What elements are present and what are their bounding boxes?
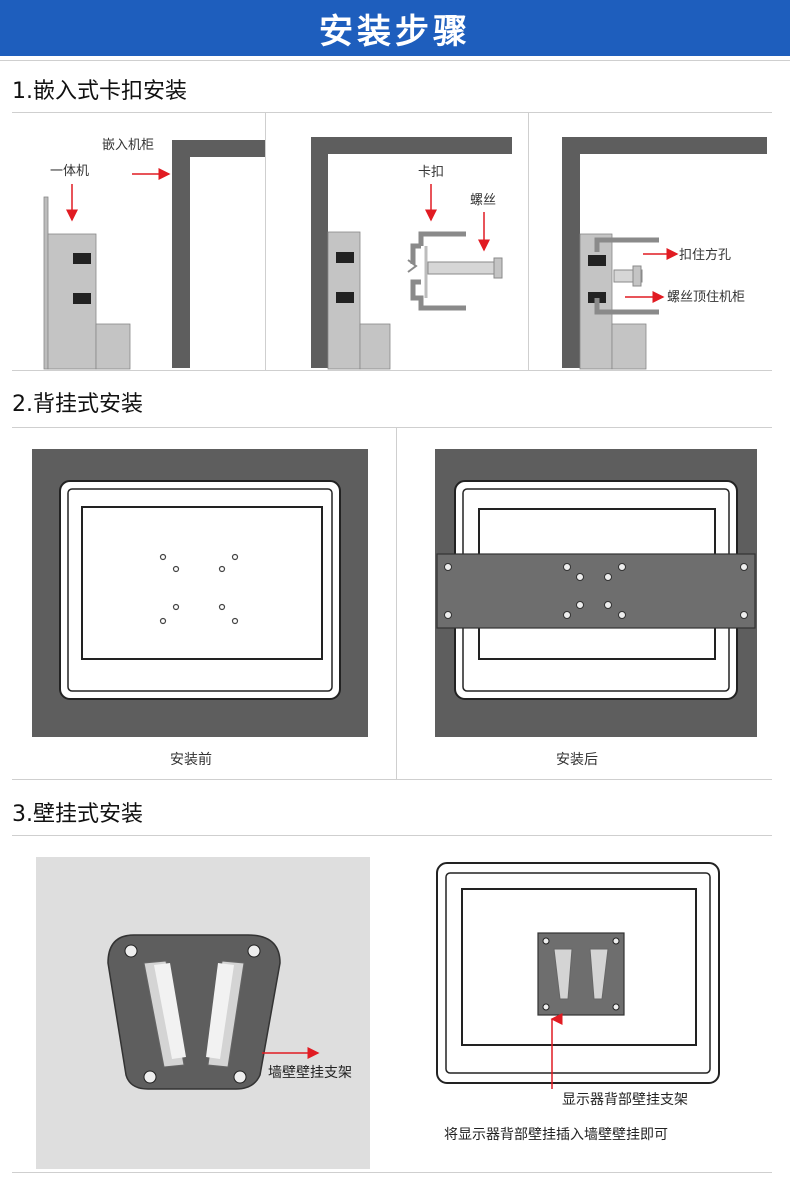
section-2-title: 2.背挂式安装 xyxy=(12,392,143,417)
section-1-divider xyxy=(12,112,772,113)
bracket-bar xyxy=(436,553,756,629)
device-slot-2 xyxy=(336,292,354,303)
cabinet-shape xyxy=(172,140,265,368)
device-slot-2 xyxy=(73,293,91,304)
monitor-hook-left xyxy=(553,948,573,1000)
section-2-bottom-divider xyxy=(12,779,772,780)
caption-before: 安装前 xyxy=(170,752,212,768)
page-title: 安装步骤 xyxy=(319,11,471,52)
label-screw-cabinet: 螺丝顶住机柜 xyxy=(667,290,745,305)
screw-head xyxy=(632,265,642,287)
back-mount-before xyxy=(32,449,368,737)
mount-bracket xyxy=(436,553,756,629)
monitor-screen xyxy=(81,506,323,660)
section-1-title: 1.嵌入式卡扣安装 xyxy=(12,79,187,104)
label-wall-bracket: 墙壁壁挂支架 xyxy=(268,1065,352,1081)
install-note: 将显示器背部壁挂插入墙壁壁挂即可 xyxy=(444,1127,668,1143)
device-stand xyxy=(611,323,647,370)
section-1-vdivider-b xyxy=(528,112,529,370)
device-stand xyxy=(359,323,391,370)
monitor-inner-frame xyxy=(445,872,711,1074)
wall-bracket-screws xyxy=(124,944,261,1084)
header-banner: 安装步骤 xyxy=(0,0,790,56)
label-cabinet: 嵌入机柜 xyxy=(102,138,154,153)
label-clip: 卡扣 xyxy=(418,165,444,180)
device-back-plate xyxy=(43,196,49,370)
screw-head xyxy=(493,257,503,279)
section-3-divider xyxy=(12,835,772,836)
monitor-bracket-screws xyxy=(542,937,620,1011)
step1-panel-3: 扣住方孔 螺丝顶住机柜 xyxy=(562,137,767,370)
label-device: 一体机 xyxy=(50,164,89,179)
clip-shape xyxy=(410,231,466,311)
step1-panel-2: 卡扣 螺丝 xyxy=(311,137,512,370)
monitor-bracket-plate xyxy=(537,932,625,1016)
clip-nut xyxy=(407,259,418,273)
screw-shaft xyxy=(427,261,495,275)
device-slot-2 xyxy=(588,292,606,303)
device-slot-1 xyxy=(336,252,354,263)
caption-after: 安装后 xyxy=(556,752,598,768)
wall-hook-right-inner xyxy=(206,963,234,1059)
label-screw: 螺丝 xyxy=(470,193,496,208)
clip-shape xyxy=(594,237,659,315)
monitor-back-panel: 显示器背部壁挂支架 将显示器背部壁挂插入墙壁壁挂即可 xyxy=(436,862,720,1143)
section-3-title: 3.壁挂式安装 xyxy=(12,802,143,827)
wall-bracket-panel: 墙壁壁挂支架 xyxy=(36,857,370,1169)
device-stand xyxy=(95,323,131,370)
device-slot-1 xyxy=(73,253,91,264)
section-2-vdivider xyxy=(396,427,397,779)
bracket-holes xyxy=(444,563,748,619)
section-1-vdivider-a xyxy=(265,112,266,370)
monitor-hook-right xyxy=(589,948,609,1000)
label-monitor-bracket: 显示器背部壁挂支架 xyxy=(562,1092,688,1108)
wall-hook-left-inner xyxy=(154,963,186,1059)
header-divider xyxy=(0,60,790,61)
wall-bracket-plate xyxy=(107,934,281,1090)
section-2-divider xyxy=(12,427,772,428)
section-3-bottom-divider xyxy=(12,1172,772,1173)
device-slot-1 xyxy=(588,255,606,266)
section-1-bottom-divider xyxy=(12,370,772,371)
vesa-holes xyxy=(159,553,239,625)
monitor-inner-frame xyxy=(67,488,333,692)
label-square-hole: 扣住方孔 xyxy=(679,247,731,263)
step1-panel-1: 嵌入机柜 一体机 xyxy=(43,138,265,370)
